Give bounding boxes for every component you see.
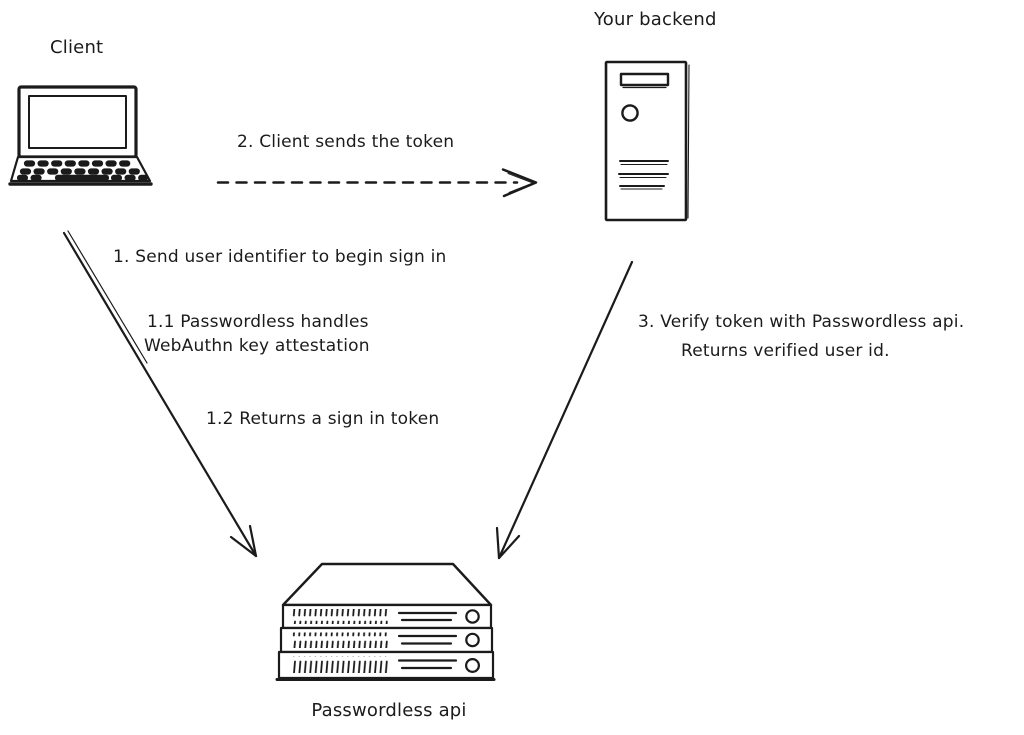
laptop-icon <box>8 85 153 186</box>
step-3-line1: 3. Verify token with Passwordless api. <box>638 312 965 332</box>
step-1-2-label: 1.2 Returns a sign in token <box>206 409 440 429</box>
step-1-label: 1. Send user identifier to begin sign in <box>113 247 447 267</box>
step-2-label: 2. Client sends the token <box>237 132 455 152</box>
step-1-1-line1: 1.1 Passwordless handles <box>147 312 369 332</box>
server-rack-icon <box>275 562 496 681</box>
dashed-arrow-client-to-backend <box>216 168 538 198</box>
backend-label: Your backend <box>594 9 717 30</box>
step-3-line2: Returns verified user id. <box>681 341 890 361</box>
passwordless-label: Passwordless api <box>311 700 467 721</box>
server-tower-icon <box>604 60 690 222</box>
client-label: Client <box>50 37 104 58</box>
arrow-backend-to-passwordless <box>495 260 634 560</box>
step-1-1-line2: WebAuthn key attestation <box>144 336 370 356</box>
arrow-client-to-passwordless <box>62 230 258 558</box>
